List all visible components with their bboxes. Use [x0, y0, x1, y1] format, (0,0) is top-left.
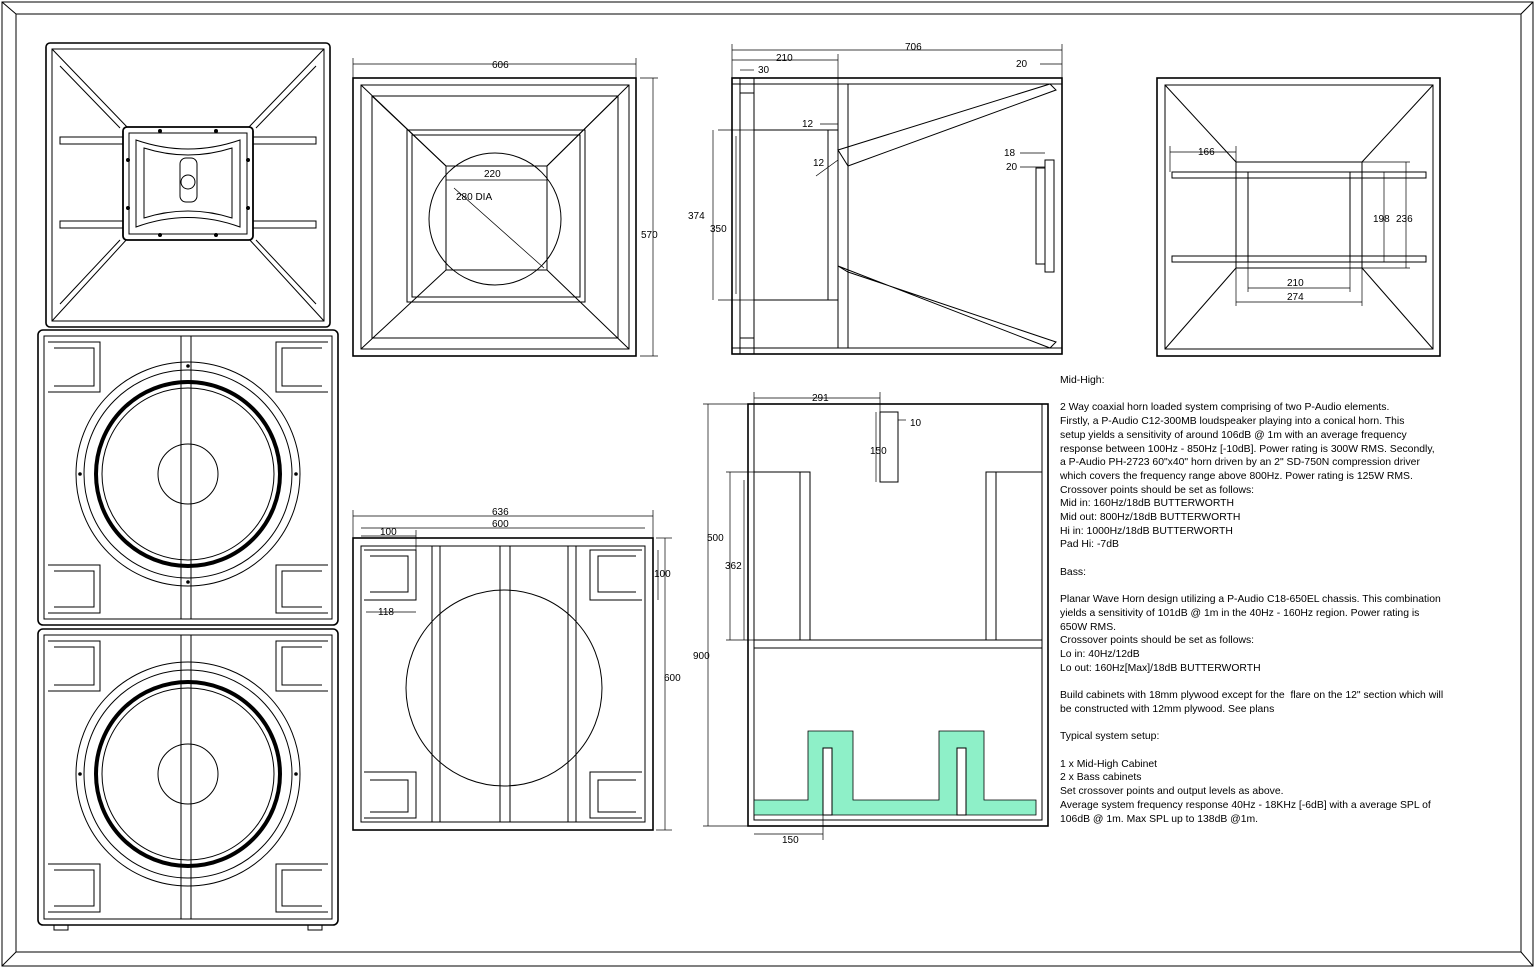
mid-high-description: 2 Way coaxial horn loaded system compris…: [1060, 401, 1500, 552]
note-line: Planar Wave Horn design utilizing a P-Au…: [1060, 594, 1441, 606]
note-line: Average system frequency response 40Hz -…: [1060, 799, 1431, 811]
dim-210-rear: 210: [1287, 278, 1304, 289]
mid-high-front-view: [45, 42, 331, 328]
note-line: be constructed with 12mm plywood. See pl…: [1060, 703, 1275, 715]
dim-100-top: 100: [380, 527, 397, 538]
dim-100-side: 100: [654, 569, 671, 580]
note-line: yields a sensitivity of 101dB @ 1m in th…: [1060, 607, 1420, 619]
note-line: 2 Way coaxial horn loaded system compris…: [1060, 402, 1390, 414]
bass-heading: Bass:: [1060, 566, 1086, 578]
dim-570: 570: [641, 230, 658, 241]
note-line: Lo out: 160Hz[Max]/18dB BUTTERWORTH: [1060, 662, 1261, 674]
dim-10: 10: [910, 418, 922, 429]
dim-291: 291: [812, 393, 829, 404]
build-description: Build cabinets with 18mm plywood except …: [1060, 689, 1500, 716]
note-line: Crossover points should be set as follow…: [1060, 635, 1255, 647]
dim-20-side: 20: [1006, 162, 1018, 173]
mid-high-rear-view: [1156, 77, 1441, 357]
note-line: which covers the frequency range above 8…: [1060, 470, 1413, 482]
dim-274: 274: [1287, 292, 1304, 303]
dim-210: 210: [776, 53, 793, 64]
note-line: Set crossover points and output levels a…: [1060, 786, 1284, 798]
note-line: Mid out: 800Hz/18dB BUTTERWORTH: [1060, 512, 1241, 524]
dim-600-vertical: 600: [664, 673, 681, 684]
bass-front-view-upper: [37, 329, 339, 626]
dim-500: 500: [707, 533, 724, 544]
note-line: Build cabinets with 18mm plywood except …: [1060, 690, 1444, 702]
note-line: Crossover points should be set as follow…: [1060, 484, 1255, 496]
note-line: setup yields a sensitivity of around 106…: [1060, 429, 1407, 441]
dim-362: 362: [725, 561, 742, 572]
note-line: a P-Audio PH-2723 60"x40" horn driven by…: [1060, 457, 1420, 469]
mid-horn-front-view: [352, 77, 637, 357]
bass-baffle-view: [352, 537, 654, 831]
note-line: Mid in: 160Hz/18dB BUTTERWORTH: [1060, 498, 1234, 510]
note-line: Firstly, a P-Audio C12-300MB loudspeaker…: [1060, 416, 1405, 428]
dim-374: 374: [688, 211, 705, 222]
setup-description: 1 x Mid-High Cabinet 2 x Bass cabinets S…: [1060, 758, 1500, 827]
note-line: Hi in: 1000Hz/18dB BUTTERWORTH: [1060, 525, 1233, 537]
dim-350: 350: [710, 224, 727, 235]
note-line: 1 x Mid-High Cabinet: [1060, 758, 1158, 770]
dim-12-upper: 12: [802, 119, 814, 130]
dim-150-top: 150: [870, 446, 887, 457]
dim-150-bottom: 150: [782, 835, 799, 846]
setup-heading: Typical system setup:: [1060, 731, 1160, 743]
bass-front-view-lower: [37, 628, 339, 931]
dim-220: 220: [484, 169, 501, 180]
dim-636: 636: [492, 507, 509, 518]
mid-high-rear-dims: [1169, 146, 1410, 306]
dim-236: 236: [1396, 214, 1413, 225]
bass-side-dims: [703, 392, 906, 840]
note-line: Pad Hi: -7dB: [1060, 539, 1119, 551]
note-line: response between 100Hz - 850Hz [-10dB]. …: [1060, 443, 1435, 455]
dim-606: 606: [492, 60, 509, 71]
bass-baffle-dims: [352, 510, 672, 831]
dim-12-lower: 12: [813, 158, 825, 169]
mid-high-side-dims: [712, 44, 1063, 301]
note-line: 650W RMS.: [1060, 621, 1117, 633]
dim-30: 30: [758, 65, 770, 76]
design-notes: Mid-High: 2 Way coaxial horn loaded syst…: [1060, 374, 1500, 826]
dim-600: 600: [492, 519, 509, 530]
mid-high-heading: Mid-High:: [1060, 375, 1105, 386]
dim-18: 18: [1004, 148, 1016, 159]
dimension-labels: 606 570 220 280 DIA 706 210 30 20 12 12 …: [378, 42, 1413, 846]
dim-20-top: 20: [1016, 59, 1028, 70]
dim-166: 166: [1198, 147, 1215, 158]
dim-118: 118: [378, 607, 394, 618]
dim-706: 706: [905, 42, 922, 53]
dim-280-dia: 280 DIA: [456, 192, 492, 203]
note-line: Lo in: 40Hz/12dB: [1060, 649, 1140, 661]
mid-horn-front-dims: [352, 58, 658, 357]
bass-description: Planar Wave Horn design utilizing a P-Au…: [1060, 593, 1500, 675]
mid-high-side-section: [731, 77, 1063, 355]
note-line: 2 x Bass cabinets: [1060, 772, 1142, 784]
dim-900: 900: [693, 651, 710, 662]
bass-side-section: [747, 403, 1049, 827]
note-line: 106dB @ 1m. Max SPL up to 138dB @1m.: [1060, 813, 1259, 825]
dim-198: 198: [1373, 214, 1390, 225]
